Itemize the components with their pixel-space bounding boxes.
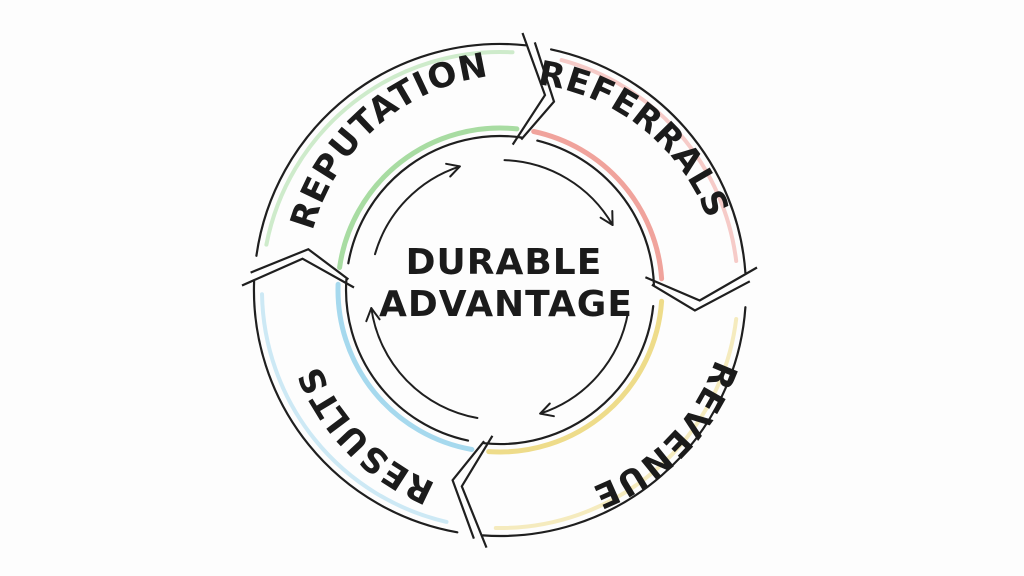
inner-arrow-top-left xyxy=(374,165,461,256)
chevron-revenue-results xyxy=(460,435,494,549)
chevron-referrals-revenue xyxy=(644,266,758,302)
inner-arrow-top-right-head xyxy=(599,210,614,226)
chevron-referrals-revenue-inner xyxy=(651,280,751,312)
inner-cycle-arrows xyxy=(365,159,629,419)
chevron-revenue-results-inner xyxy=(451,440,485,539)
segment-label-revenue: REVENUE xyxy=(587,356,745,517)
color-band-referrals xyxy=(531,129,665,282)
center-title-line1: DURABLE xyxy=(406,242,603,283)
color-band-outer-referrals xyxy=(559,58,739,263)
color-band-outer-revenue xyxy=(493,317,739,531)
outer-outline-revenue xyxy=(481,306,747,538)
segment-chevrons xyxy=(241,32,758,549)
color-band-reputation xyxy=(337,125,520,270)
inner-arrow-bottom-left-head xyxy=(365,307,381,323)
inner-outline-referrals xyxy=(536,139,655,286)
color-band-results xyxy=(335,281,475,452)
center-title-line2: ADVANTAGE xyxy=(379,284,633,325)
inner-arrow-bottom-right-head xyxy=(539,402,555,418)
chevron-results-reputation xyxy=(241,257,355,289)
ring-outlines xyxy=(252,42,747,538)
inner-arrow-top-left-head xyxy=(445,162,461,178)
chevron-reputation-referrals xyxy=(511,32,547,146)
chevron-results-reputation-inner xyxy=(250,247,350,281)
inner-arrow-bottom-right xyxy=(539,311,629,415)
inner-arrow-bottom-left xyxy=(370,307,479,419)
outer-outline-referrals xyxy=(550,48,747,274)
outer-outline-results xyxy=(252,280,459,534)
color-band-revenue xyxy=(486,298,665,455)
color-band-outer-reputation xyxy=(264,49,515,247)
inner-outline-revenue xyxy=(482,305,655,446)
inner-arrow-top-right xyxy=(503,159,614,226)
segment-color-bands xyxy=(260,49,739,531)
color-band-outer-results xyxy=(260,292,449,524)
outer-outline-reputation xyxy=(255,42,527,257)
inner-outline-reputation xyxy=(347,134,523,265)
inner-outline-results xyxy=(344,278,470,442)
chevron-reputation-referrals-inner xyxy=(520,42,556,141)
